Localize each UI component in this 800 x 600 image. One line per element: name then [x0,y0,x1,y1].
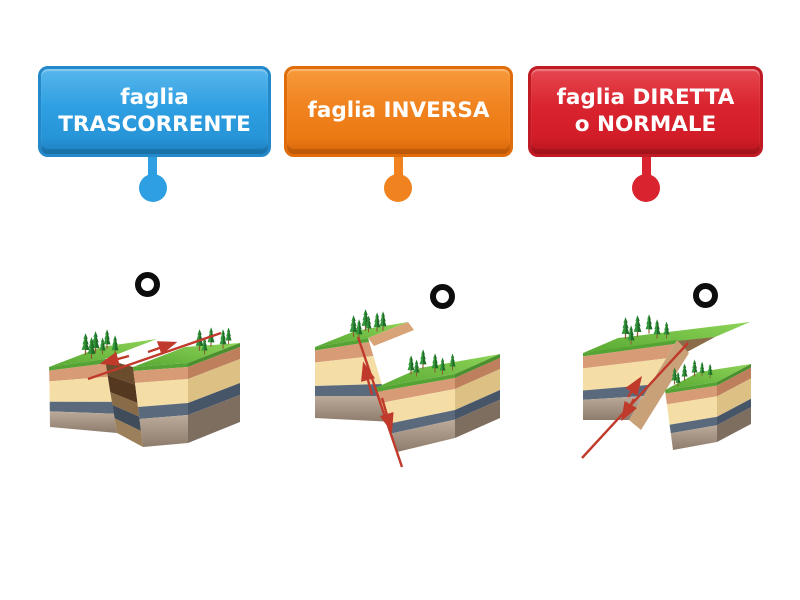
fault-diagram-strike-slip [49,327,240,447]
label-text-line1: faglia DIRETTA [556,85,735,111]
label-card-diretta-normale[interactable]: faglia DIRETTA o NORMALE [528,66,763,157]
label-pin-dot-trascorrente [139,174,167,202]
lowered-right-block [375,354,500,452]
label-text-line2: TRASCORRENTE [58,111,251,137]
label-text-line1: faglia INVERSA [307,98,490,124]
label-text-line2: o NORMALE [574,111,717,137]
label-pin-dot-inversa [384,174,412,202]
label-pin-stem-trascorrente [148,154,157,180]
label-pin-stem-diretta [642,154,651,180]
right-block [133,343,240,447]
fault-motion-arrows [87,331,222,381]
fault-diagram-normal [581,314,751,459]
fault-motion-arrows [581,342,689,459]
fault-motion-arrows [356,336,404,468]
fault-diagram-reverse [315,309,500,468]
label-card-trascorrente[interactable]: faglia TRASCORRENTE [38,66,271,157]
label-pin-dot-diretta [632,174,660,202]
dropped-right-block [665,364,751,450]
label-text-line1: faglia [120,85,189,111]
drop-target-ring-2[interactable] [430,284,455,309]
drop-target-ring-3[interactable] [693,283,718,308]
label-card-inversa[interactable]: faglia INVERSA [284,66,513,157]
label-pin-stem-inversa [394,154,403,180]
drop-target-ring-1[interactable] [135,272,160,297]
